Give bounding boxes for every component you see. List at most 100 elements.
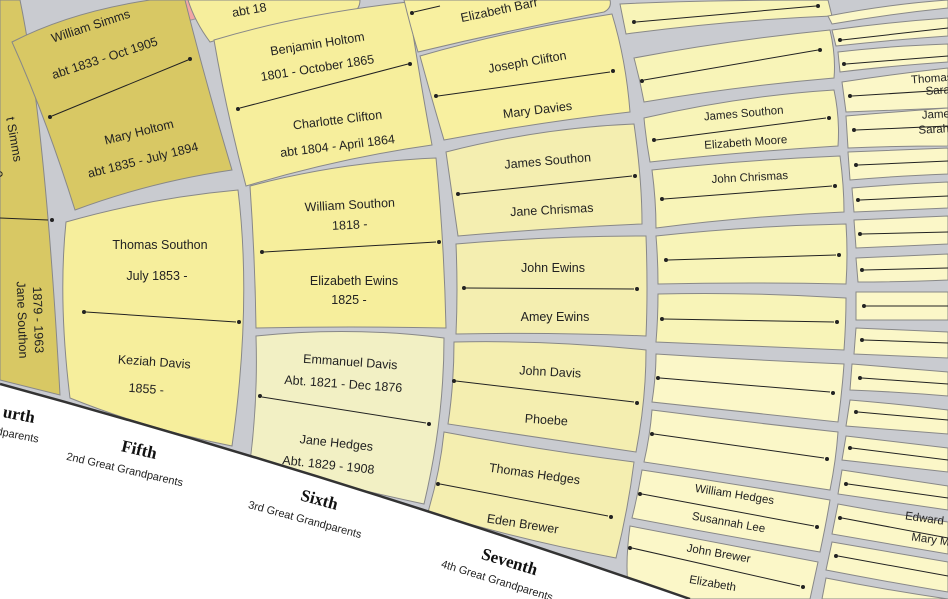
box-gen8-6[interactable] (655, 293, 847, 351)
divider-dot (632, 20, 636, 24)
divider-dot (609, 515, 613, 519)
box-john-brewer-elizabeth[interactable] (626, 525, 819, 599)
divider-gen9-9 (863, 267, 948, 271)
box-gen9-7[interactable] (851, 181, 948, 213)
box-gen9-2[interactable] (831, 17, 948, 47)
divider-dot (854, 410, 858, 414)
divider-southon-davis (85, 311, 237, 323)
divider-dot (827, 116, 831, 120)
person-thomas-partial: Thomas (911, 72, 948, 87)
box-john-ewins-amey-ewins[interactable] (455, 235, 648, 337)
person-william-southon: William Southon (304, 196, 395, 215)
divider-dot (833, 184, 837, 188)
divider-gen9-17 (837, 555, 948, 577)
divider-dot (408, 62, 412, 66)
box-joseph-clifton-mary-davies[interactable] (419, 13, 631, 141)
divider-ewins (465, 287, 635, 290)
divider-dot (188, 57, 192, 61)
divider-dot (664, 258, 668, 262)
box-thomas-southon-keziah-davis[interactable] (62, 189, 245, 447)
box-james-southon-jane-chrismas[interactable] (445, 123, 643, 237)
simms-partial2: 0 (0, 170, 5, 179)
divider-gen9-6 (857, 160, 948, 166)
divider-dot (838, 38, 842, 42)
box-gen9-1[interactable] (827, 0, 948, 25)
gen8-column: James Southon Elizabeth Moore John Chris… (619, 0, 848, 599)
box-gen9-6[interactable] (847, 147, 948, 181)
dates-elizabeth-ewins: 1825 - (331, 293, 366, 307)
divider-gen9-2 (841, 27, 948, 41)
person-edward-partial: Edward (904, 510, 944, 527)
person-elizabeth-moore: Elizabeth Moore (704, 134, 788, 152)
dates-keziah-davis: 1855 - (128, 381, 164, 397)
box-gen9-3[interactable] (837, 43, 948, 73)
divider-dot (816, 4, 820, 8)
divider-dot (633, 174, 637, 178)
divider-barr (413, 5, 441, 13)
box-emmanuel-davis-jane-hedges[interactable] (249, 330, 445, 505)
box-gen9-14[interactable] (841, 435, 948, 473)
divider-dot (860, 338, 864, 342)
box-gen9-11[interactable] (853, 327, 948, 359)
divider-gen9-12 (861, 377, 948, 385)
box-gen9-9[interactable] (855, 253, 948, 283)
person-emmanuel-davis: Emmanuel Davis (303, 352, 398, 373)
person-sarah-partial: Sarah (918, 123, 948, 137)
divider-dot (838, 516, 842, 520)
divider-dot (410, 11, 414, 15)
box-thomas-hedges-eden-brewer[interactable] (427, 431, 635, 559)
divider-dot (848, 94, 852, 98)
divider-gen8-7 (659, 377, 831, 393)
legend-area (0, 384, 690, 599)
divider-southon-ewins (263, 241, 437, 253)
box-james-southon-elizabeth-moore[interactable] (643, 89, 839, 163)
divider-dot (652, 138, 656, 142)
box-thomas-sara[interactable] (841, 67, 948, 113)
person-thomas-southon: Thomas Southon (112, 238, 207, 252)
box-gen9-12[interactable] (849, 363, 948, 397)
box-elizabeth-barr[interactable] (403, 0, 611, 53)
divider-dot (260, 250, 264, 254)
divider-gen8-1 (635, 5, 817, 23)
divider-dot (862, 304, 866, 308)
divider-dot (82, 310, 86, 314)
divider-dot (48, 115, 52, 119)
box-william-simms-mary-holtom[interactable] (11, 0, 233, 211)
divider-dot (640, 79, 644, 83)
divider-edward-mary (841, 517, 948, 539)
divider-dot (801, 585, 805, 589)
divider-dot (437, 240, 441, 244)
person-elizabeth-ewins: Elizabeth Ewins (310, 274, 398, 288)
divider-gen9-11 (863, 339, 948, 344)
divider-dot (427, 422, 431, 426)
person-keziah-davis: Keziah Davis (117, 352, 191, 371)
divider-thomas-sara (851, 89, 948, 97)
person-james-partial: Jame (921, 108, 948, 121)
person-sara-partial: Sara (925, 84, 948, 98)
divider-davis-hedges (261, 396, 427, 424)
box-william-southon-elizabeth-ewins[interactable] (249, 157, 447, 329)
box-john-davis-phoebe[interactable] (447, 341, 647, 453)
box-gen8-5[interactable] (655, 223, 848, 285)
divider-dot (237, 320, 241, 324)
box-gen8-7[interactable] (651, 353, 845, 423)
divider-gen9-3 (845, 55, 948, 65)
divider-dot (436, 482, 440, 486)
divider-dot (650, 432, 654, 436)
divider-dot (628, 546, 632, 550)
box-gen9-8[interactable] (853, 215, 948, 249)
dates-jane-southon: 1879 - 1963 (30, 286, 46, 353)
box-fourth-ring[interactable] (0, 0, 61, 396)
divider-james-sarah (855, 125, 948, 131)
box-benjamin-holtom-charlotte-clifton[interactable] (213, 1, 433, 187)
outer-arc-line (0, 382, 691, 599)
top-partial-text: abt 18 (231, 0, 268, 20)
divider-hedges-lee (641, 493, 815, 527)
divider-dot (434, 94, 438, 98)
box-gen8-8[interactable] (643, 409, 839, 491)
box-edward-mary[interactable] (831, 503, 948, 555)
person-jane-southon: Jane Southon (14, 281, 31, 359)
person-john-chrismas: John Chrismas (711, 170, 788, 186)
box-gen8-2[interactable] (633, 29, 835, 103)
divider-dot (835, 320, 839, 324)
